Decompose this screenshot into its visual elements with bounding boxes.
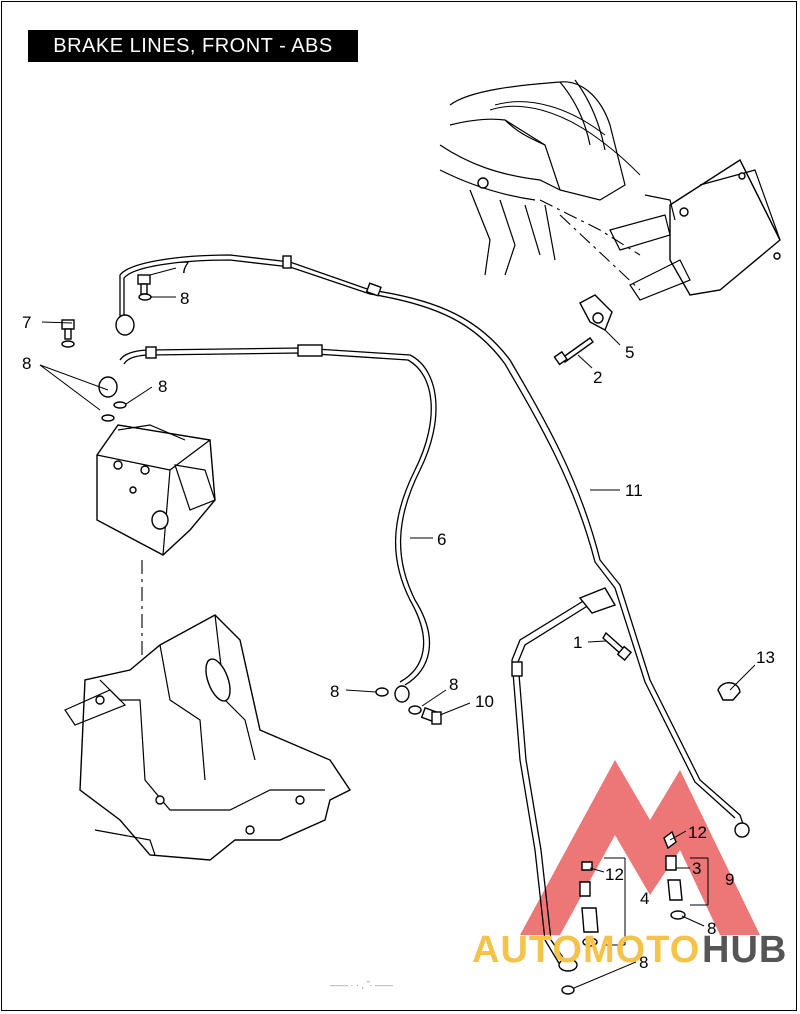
abs-mounting-tray bbox=[64, 614, 352, 861]
callout-8-abs: 8 bbox=[158, 377, 167, 396]
callout-8-hose-left: 8 bbox=[330, 682, 339, 701]
footer-marks: —— · · , ˝· —— bbox=[330, 980, 393, 990]
watermark-text-hub: HUB bbox=[702, 929, 787, 971]
callout-2: 2 bbox=[593, 368, 602, 387]
callout-8-upper: 8 bbox=[180, 289, 189, 308]
bracket-4 bbox=[604, 857, 626, 946]
bolt-part-2 bbox=[553, 337, 594, 366]
callout-8-bottom: 8 bbox=[639, 953, 648, 972]
callout-1: 1 bbox=[573, 633, 582, 652]
callout-4: 4 bbox=[640, 889, 649, 908]
brake-line-lower bbox=[511, 587, 617, 972]
callout-5: 5 bbox=[625, 343, 634, 362]
callout-11: 11 bbox=[625, 481, 643, 500]
clamp-part-5 bbox=[579, 294, 613, 331]
callout-9: 9 bbox=[725, 870, 734, 889]
clip-part-13 bbox=[717, 682, 741, 701]
brake-line-11 bbox=[119, 254, 750, 838]
fitting-part-12-left bbox=[581, 861, 593, 871]
banjo-bolt-10 bbox=[420, 707, 442, 725]
callout-10: 10 bbox=[475, 692, 494, 711]
abs-module bbox=[96, 424, 216, 556]
leader-lines bbox=[41, 267, 756, 989]
mounting-bracket bbox=[609, 158, 781, 301]
washer-8-lower-left bbox=[375, 687, 389, 697]
washers-8-left bbox=[39, 364, 127, 422]
callout-8-left: 8 bbox=[22, 354, 31, 373]
callout-3: 3 bbox=[692, 859, 701, 878]
bracket-9 bbox=[690, 857, 709, 906]
fitting-part-4 bbox=[579, 881, 599, 933]
callout-6: 6 bbox=[437, 530, 446, 549]
callout-8-fitting: 8 bbox=[707, 919, 716, 938]
banjo-bolt-7-left bbox=[61, 319, 75, 348]
watermark-text-automoto: AUTOMOTO bbox=[472, 929, 700, 971]
brake-line-6 bbox=[119, 344, 437, 703]
washer-8-lower-right bbox=[408, 705, 422, 715]
callout-13: 13 bbox=[756, 648, 775, 667]
callout-8-hose-right: 8 bbox=[449, 675, 458, 694]
frame-steering-head bbox=[439, 79, 641, 291]
callout-7-left: 7 bbox=[22, 313, 31, 332]
callout-7-upper: 7 bbox=[180, 258, 189, 277]
washer-8-fittings bbox=[561, 910, 686, 995]
callout-12-left: 12 bbox=[605, 865, 624, 884]
banjo-bolt-7-upper bbox=[115, 274, 152, 336]
fitting-part-3 bbox=[665, 855, 683, 901]
watermark-logo bbox=[520, 760, 760, 935]
bolt-part-1 bbox=[602, 631, 633, 662]
diagram-title: BRAKE LINES, FRONT - ABS bbox=[28, 30, 358, 62]
callout-12-right: 12 bbox=[688, 823, 707, 842]
